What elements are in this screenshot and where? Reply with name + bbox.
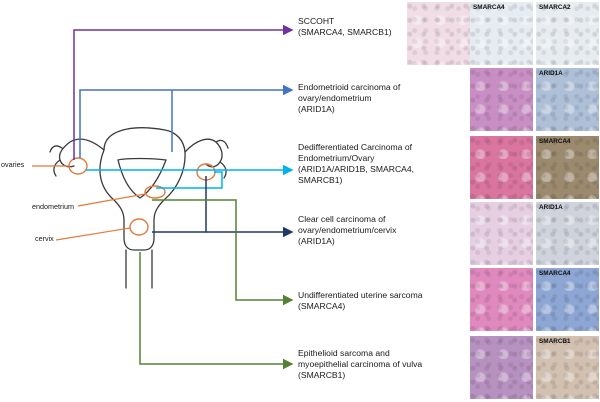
connector-vulva [139, 252, 294, 370]
entity-label-line: (ARID1A) [298, 236, 335, 246]
he-panel-clear-cell [470, 202, 533, 265]
vagina-outline [125, 249, 153, 289]
uterus-illustration [49, 127, 229, 289]
entity-label-line: (ARID1A/ARID1B, SMARCA4, [298, 164, 415, 174]
entity-label-line: Endometrium/Ovary [298, 153, 375, 163]
he-panel-dedifferentiated [470, 136, 533, 199]
left-fallopian-tube [58, 138, 105, 168]
ihc-panel-undifferentiated-uterine-sarcoma-1: SMARCA4 [536, 268, 599, 331]
connector-lines [73, 24, 294, 370]
ovaries-label: ovaries [1, 160, 25, 169]
he-panel-endometrioid [470, 68, 533, 131]
stain-marker-label: ARID1A [539, 70, 563, 77]
entity-label-line: Endometrioid carcinoma of [298, 82, 401, 92]
he-panel-sccoht [407, 2, 470, 65]
connector-dedifferentiated-ovary [156, 171, 223, 189]
entity-label-line: (SMARCA4) [298, 301, 346, 311]
ihc-panel-endometrioid-1: ARID1A [536, 68, 599, 131]
uterine-cavity [117, 157, 167, 199]
stain-marker-label: ARID1A [539, 204, 563, 211]
stain-marker-label: SMARCA4 [539, 270, 571, 277]
he-panel-undifferentiated-uterine-sarcoma [470, 268, 533, 331]
ihc-panel-dedifferentiated-1: SMARCA4 [536, 136, 599, 199]
endometrium-marker [144, 185, 166, 199]
endometrium-label: endometrium [32, 202, 74, 211]
ihc-panel-epithelioid-sarcoma-1: SMARCB1 [536, 336, 599, 399]
uterine-body-outline [99, 127, 186, 251]
entity-label-sccoht: SCCOHT(SMARCA4, SMARCB1) [298, 16, 392, 38]
entity-label-line: ovary/endometrium [298, 93, 372, 103]
stain-marker-label: SMARCA2 [539, 4, 571, 11]
entity-label-undifferentiated-uterine-sarcoma: Undifferentiated uterine sarcoma(SMARCA4… [298, 290, 423, 312]
entity-label-line: SMARCB1) [298, 175, 343, 185]
connector-endometrioid [79, 84, 294, 158]
left-fimbriae [49, 145, 63, 177]
entity-label-line: (SMARCB1) [298, 370, 346, 380]
organ-pointers [32, 165, 146, 241]
entity-label-line: Undifferentiated uterine sarcoma [298, 290, 423, 300]
entity-label-line: ovary/endometrium/cervix [298, 225, 397, 235]
ihc-panel-sccoht-2: SMARCA2 [536, 2, 599, 65]
endometrium-pointer [77, 193, 146, 207]
right-fallopian-tube [184, 138, 223, 168]
ihc-panel-sccoht-1: SMARCA4 [470, 2, 533, 65]
he-panel-epithelioid-sarcoma [470, 336, 533, 399]
stain-marker-label: SMARCA4 [473, 4, 505, 11]
entity-label-line: Epithelioid sarcoma and [298, 348, 390, 358]
ihc-panel-clear-cell-1: ARID1A [536, 202, 599, 265]
stain-marker-label: SMARCA4 [539, 138, 571, 145]
entity-label-line: Clear cell carcinoma of [298, 214, 386, 224]
stain-marker-label: SMARCB1 [539, 338, 571, 345]
entity-label-line: (ARID1A) [298, 104, 335, 114]
entity-label-line: myoepithelial carcinoma of vulva [298, 359, 423, 369]
cervix-pointer [55, 227, 131, 241]
cervix-label: cervix [35, 234, 54, 243]
cervix-marker [129, 218, 149, 236]
entity-label-line: SCCOHT [298, 16, 335, 26]
connector-sccoht [73, 24, 294, 160]
entity-label-line: Dedifferentiated Carcinoma of [298, 142, 413, 152]
entity-label-line: (SMARCA4, SMARCB1) [298, 27, 392, 37]
connector-uterine-sarcoma [152, 199, 294, 306]
